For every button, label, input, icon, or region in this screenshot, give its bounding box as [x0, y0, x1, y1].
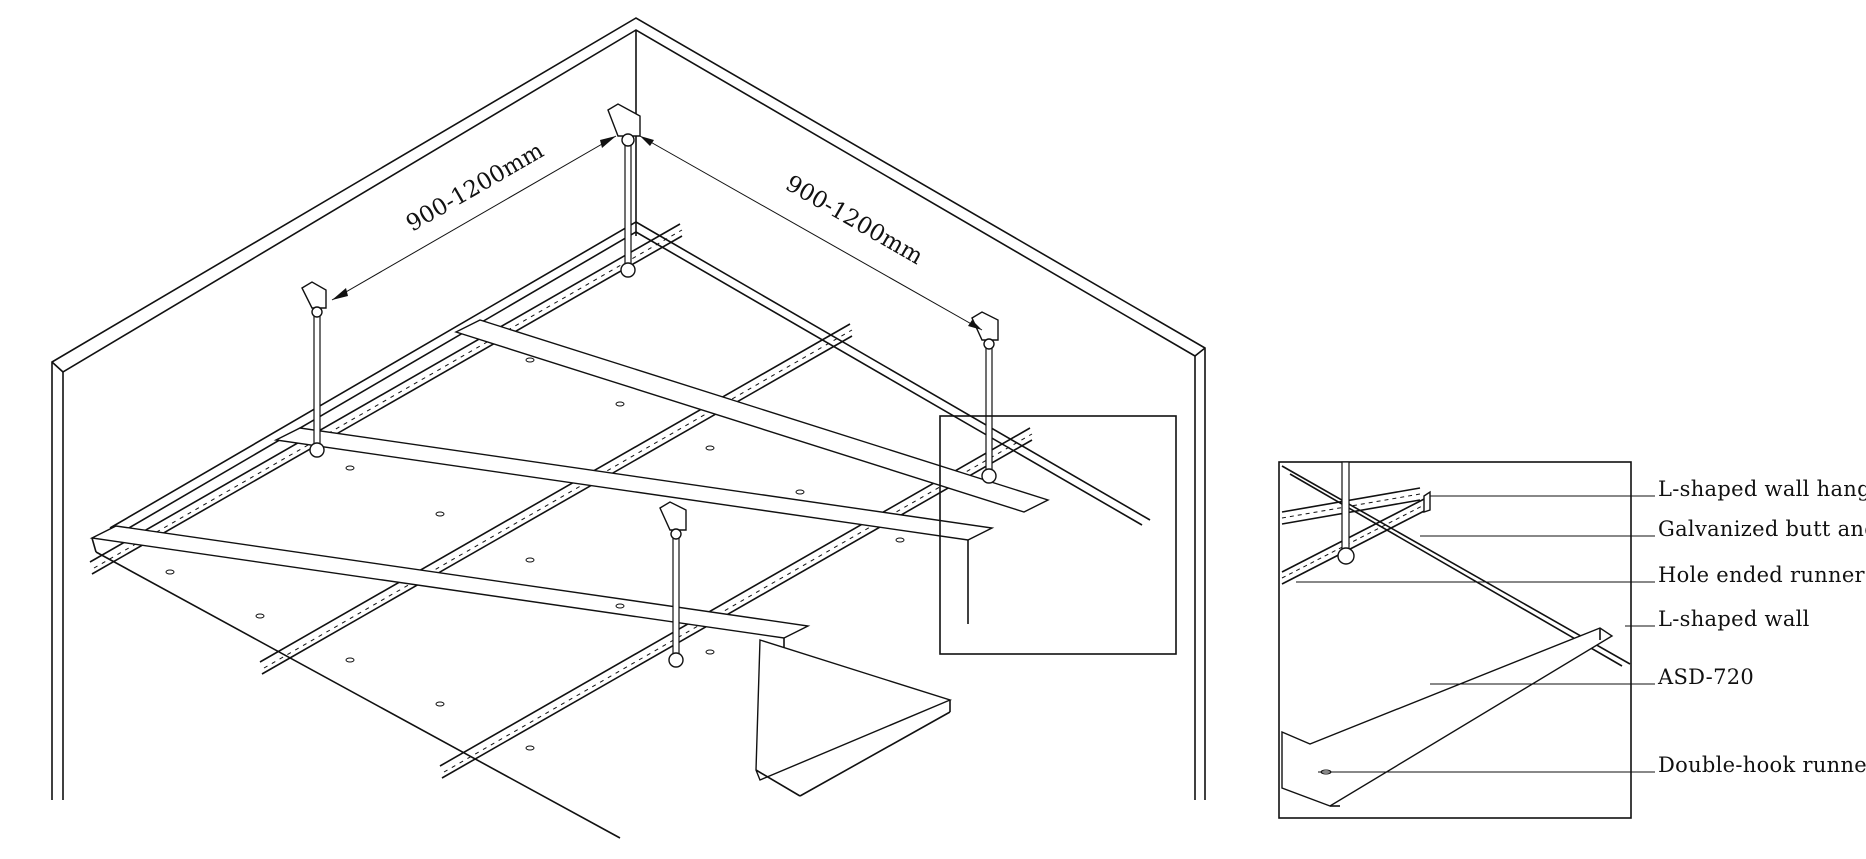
callout-labels: L-shaped wall hanger Galvanized butt and… [1657, 477, 1866, 777]
callout-hole-ended-runner: Hole ended runner [1658, 563, 1866, 587]
rod-front [659, 501, 687, 668]
runner-1 [89, 223, 683, 575]
runner-2 [259, 323, 853, 675]
rod-right [971, 311, 999, 484]
rod-left [301, 281, 327, 458]
detail-view [1278, 461, 1632, 819]
runner-3 [439, 427, 1033, 779]
callout-double-hook-runner: Double-hook runner [1658, 753, 1866, 777]
callout-asd-720: ASD-720 [1657, 665, 1754, 689]
runner-slots [165, 357, 905, 751]
double-hook-runners [89, 319, 1050, 839]
detail-highlight-box [939, 415, 1177, 655]
callout-galvanized-butt-and-nut: Galvanized butt and nut [1658, 517, 1866, 541]
drop-panel [755, 639, 953, 797]
suspension-rods [301, 103, 999, 668]
dimension-label-right: 900-1200mm [781, 171, 927, 271]
hole-ended-runners [89, 223, 1033, 779]
cross-runner-2 [273, 427, 995, 624]
rod-top [607, 103, 641, 278]
dimension-lines [331, 135, 983, 331]
cross-runner-1 [89, 525, 811, 839]
callout-l-shaped-wall: L-shaped wall [1658, 607, 1810, 631]
callout-leaders [1296, 495, 1655, 773]
callout-l-shaped-wall-hanger: L-shaped wall hanger [1658, 477, 1866, 501]
cross-runner-3 [454, 319, 1050, 513]
l-shaped-wall-trim [109, 221, 1151, 533]
